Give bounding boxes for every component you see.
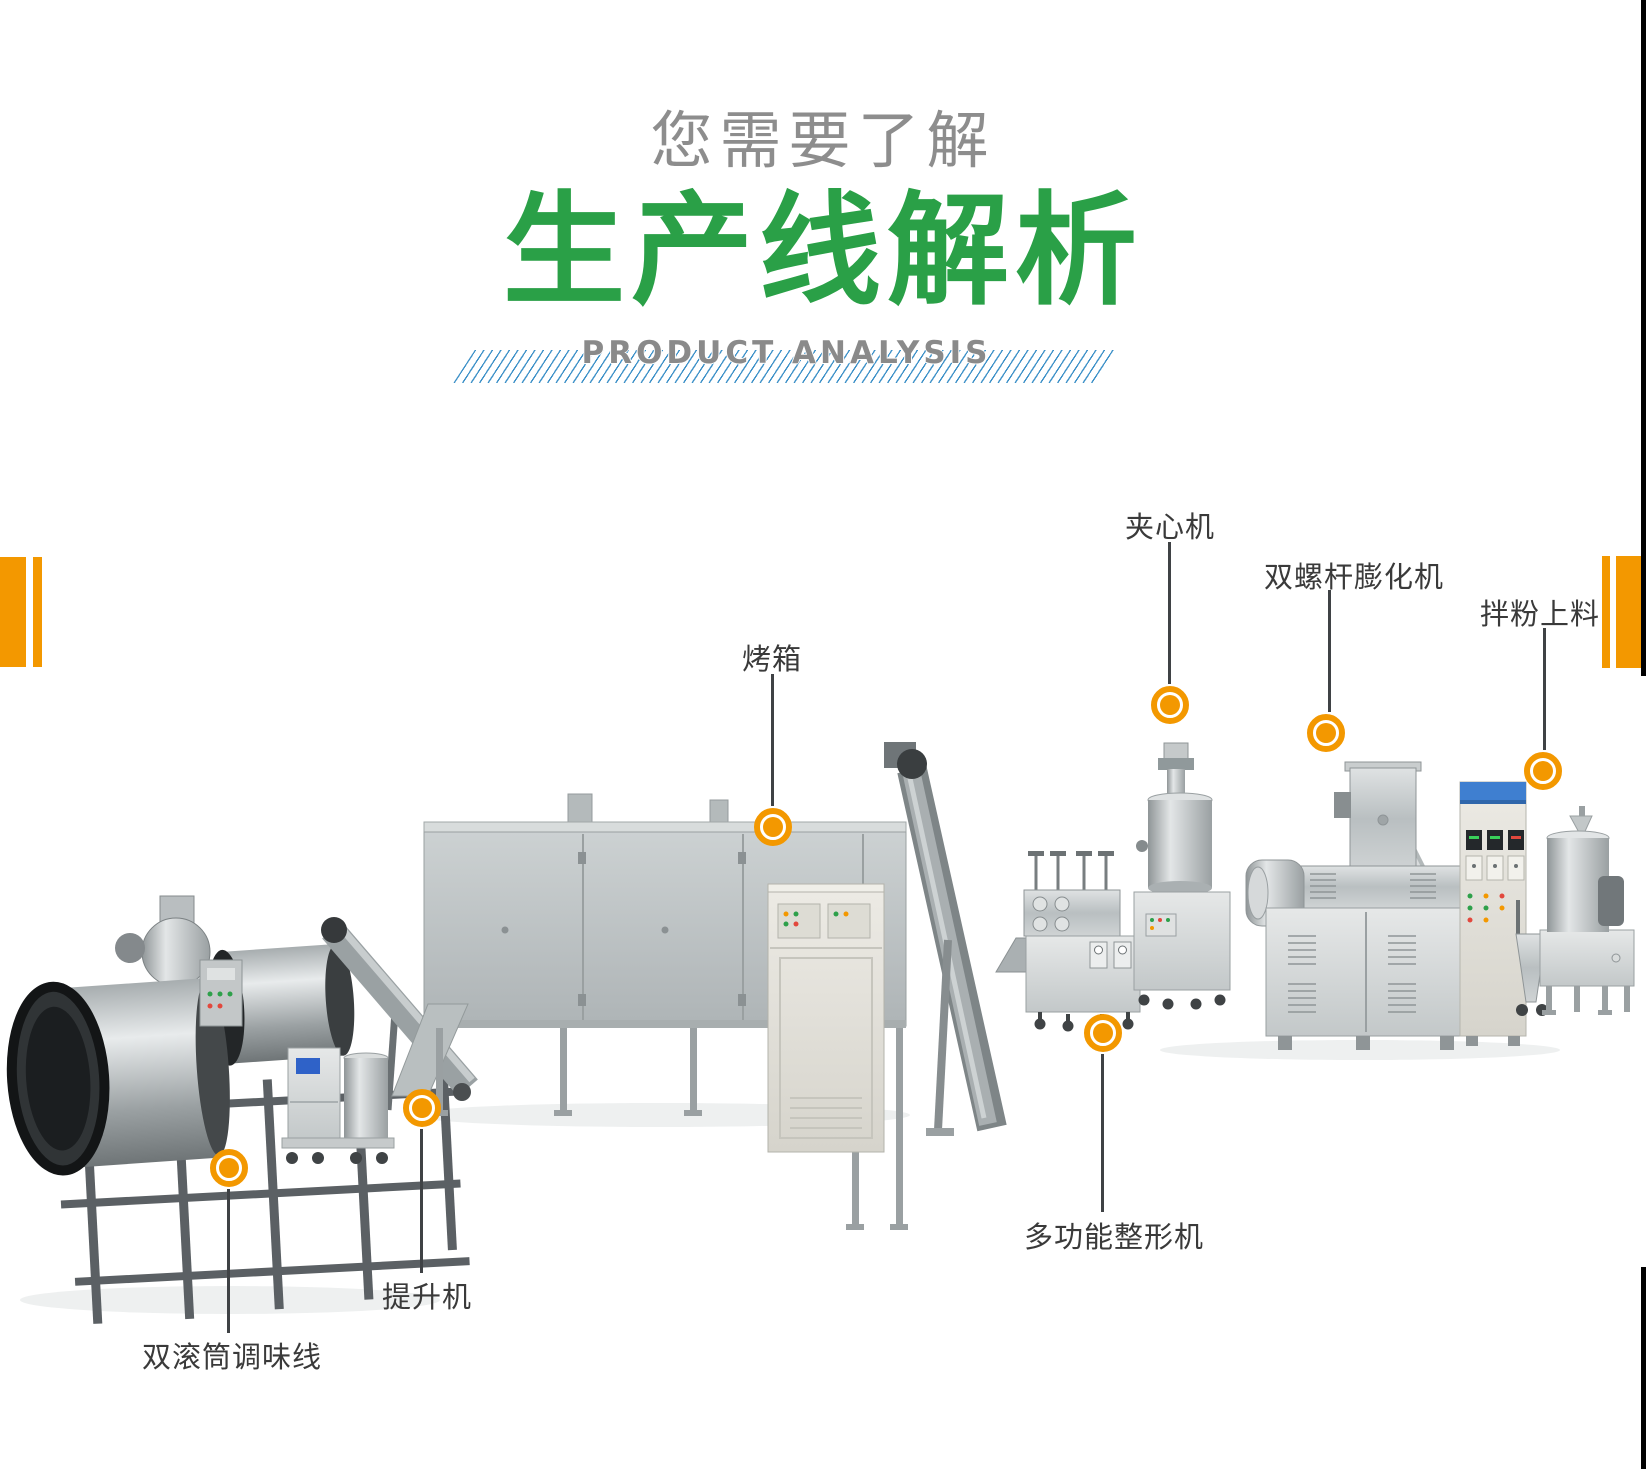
- oven-control-cabinet: [767, 883, 885, 1153]
- right-accent-bar-narrow: [1602, 556, 1610, 668]
- callout-label-double-drum-seasoning-line: 双滚筒调味线: [142, 1340, 323, 1374]
- callout-line-shaping-machine: [1101, 1054, 1104, 1212]
- main-control-cabinet: [1459, 781, 1527, 1046]
- callout-marker-oven: [754, 808, 792, 846]
- callout-marker-core-filling-machine: [1151, 686, 1189, 724]
- right-edge-strip-top: [1641, 0, 1646, 676]
- callout-line-oven: [771, 674, 774, 806]
- callout-marker-double-drum-seasoning-line: [210, 1149, 248, 1187]
- page-title: 生产线解析: [503, 180, 1143, 322]
- right-accent-bar-wide: [1616, 556, 1641, 668]
- callout-marker-dot: [219, 1158, 239, 1178]
- callout-line-elevator: [420, 1129, 423, 1273]
- callout-label-twin-screw-extruder: 双螺杆膨化机: [1264, 560, 1445, 594]
- callout-line-double-drum-seasoning-line: [227, 1189, 230, 1333]
- callout-marker-dot: [1316, 723, 1336, 743]
- eyebrow-text: 您需要了解: [650, 104, 996, 177]
- callout-marker-dot: [1160, 695, 1180, 715]
- elevator-conveyor-machine: [321, 917, 478, 1111]
- callout-label-elevator: 提升机: [382, 1280, 473, 1314]
- callout-marker-twin-screw-extruder: [1307, 714, 1345, 752]
- core-filling-machine: [1133, 742, 1231, 1010]
- callout-marker-dot: [1533, 761, 1553, 781]
- callout-marker-dot: [1093, 1023, 1113, 1043]
- right-edge-strip-bottom: [1641, 1267, 1646, 1469]
- callout-line-core-filling-machine: [1168, 542, 1171, 684]
- left-accent-bar-narrow: [33, 557, 42, 667]
- twin-screw-extruder-machine: [1245, 761, 1466, 1050]
- callout-label-core-filling-machine: 夹心机: [1125, 510, 1216, 544]
- callout-marker-dot: [412, 1098, 432, 1118]
- subtitle-english: PRODUCT ANALYSIS: [581, 335, 992, 371]
- powder-mixing-feeder-machine: [1515, 806, 1635, 1016]
- double-drum-seasoning-line-machine: [6, 895, 470, 1324]
- callout-label-powder-mixing-feeder: 拌粉上料: [1480, 597, 1601, 631]
- callout-line-powder-mixing-feeder: [1543, 628, 1546, 750]
- callout-marker-shaping-machine: [1084, 1014, 1122, 1052]
- callout-marker-elevator: [403, 1089, 441, 1127]
- callout-marker-powder-mixing-feeder: [1524, 752, 1562, 790]
- oven-outfeed-elevator: [884, 742, 1007, 1136]
- seasoning-feeder-cart: [281, 1047, 395, 1164]
- callout-label-shaping-machine: 多功能整形机: [1024, 1220, 1205, 1254]
- callout-line-twin-screw-extruder: [1328, 590, 1331, 712]
- callout-marker-dot: [763, 817, 783, 837]
- shaping-machine: [995, 851, 1141, 1032]
- callout-label-oven: 烤箱: [742, 642, 803, 676]
- left-accent-bar-wide: [0, 557, 26, 667]
